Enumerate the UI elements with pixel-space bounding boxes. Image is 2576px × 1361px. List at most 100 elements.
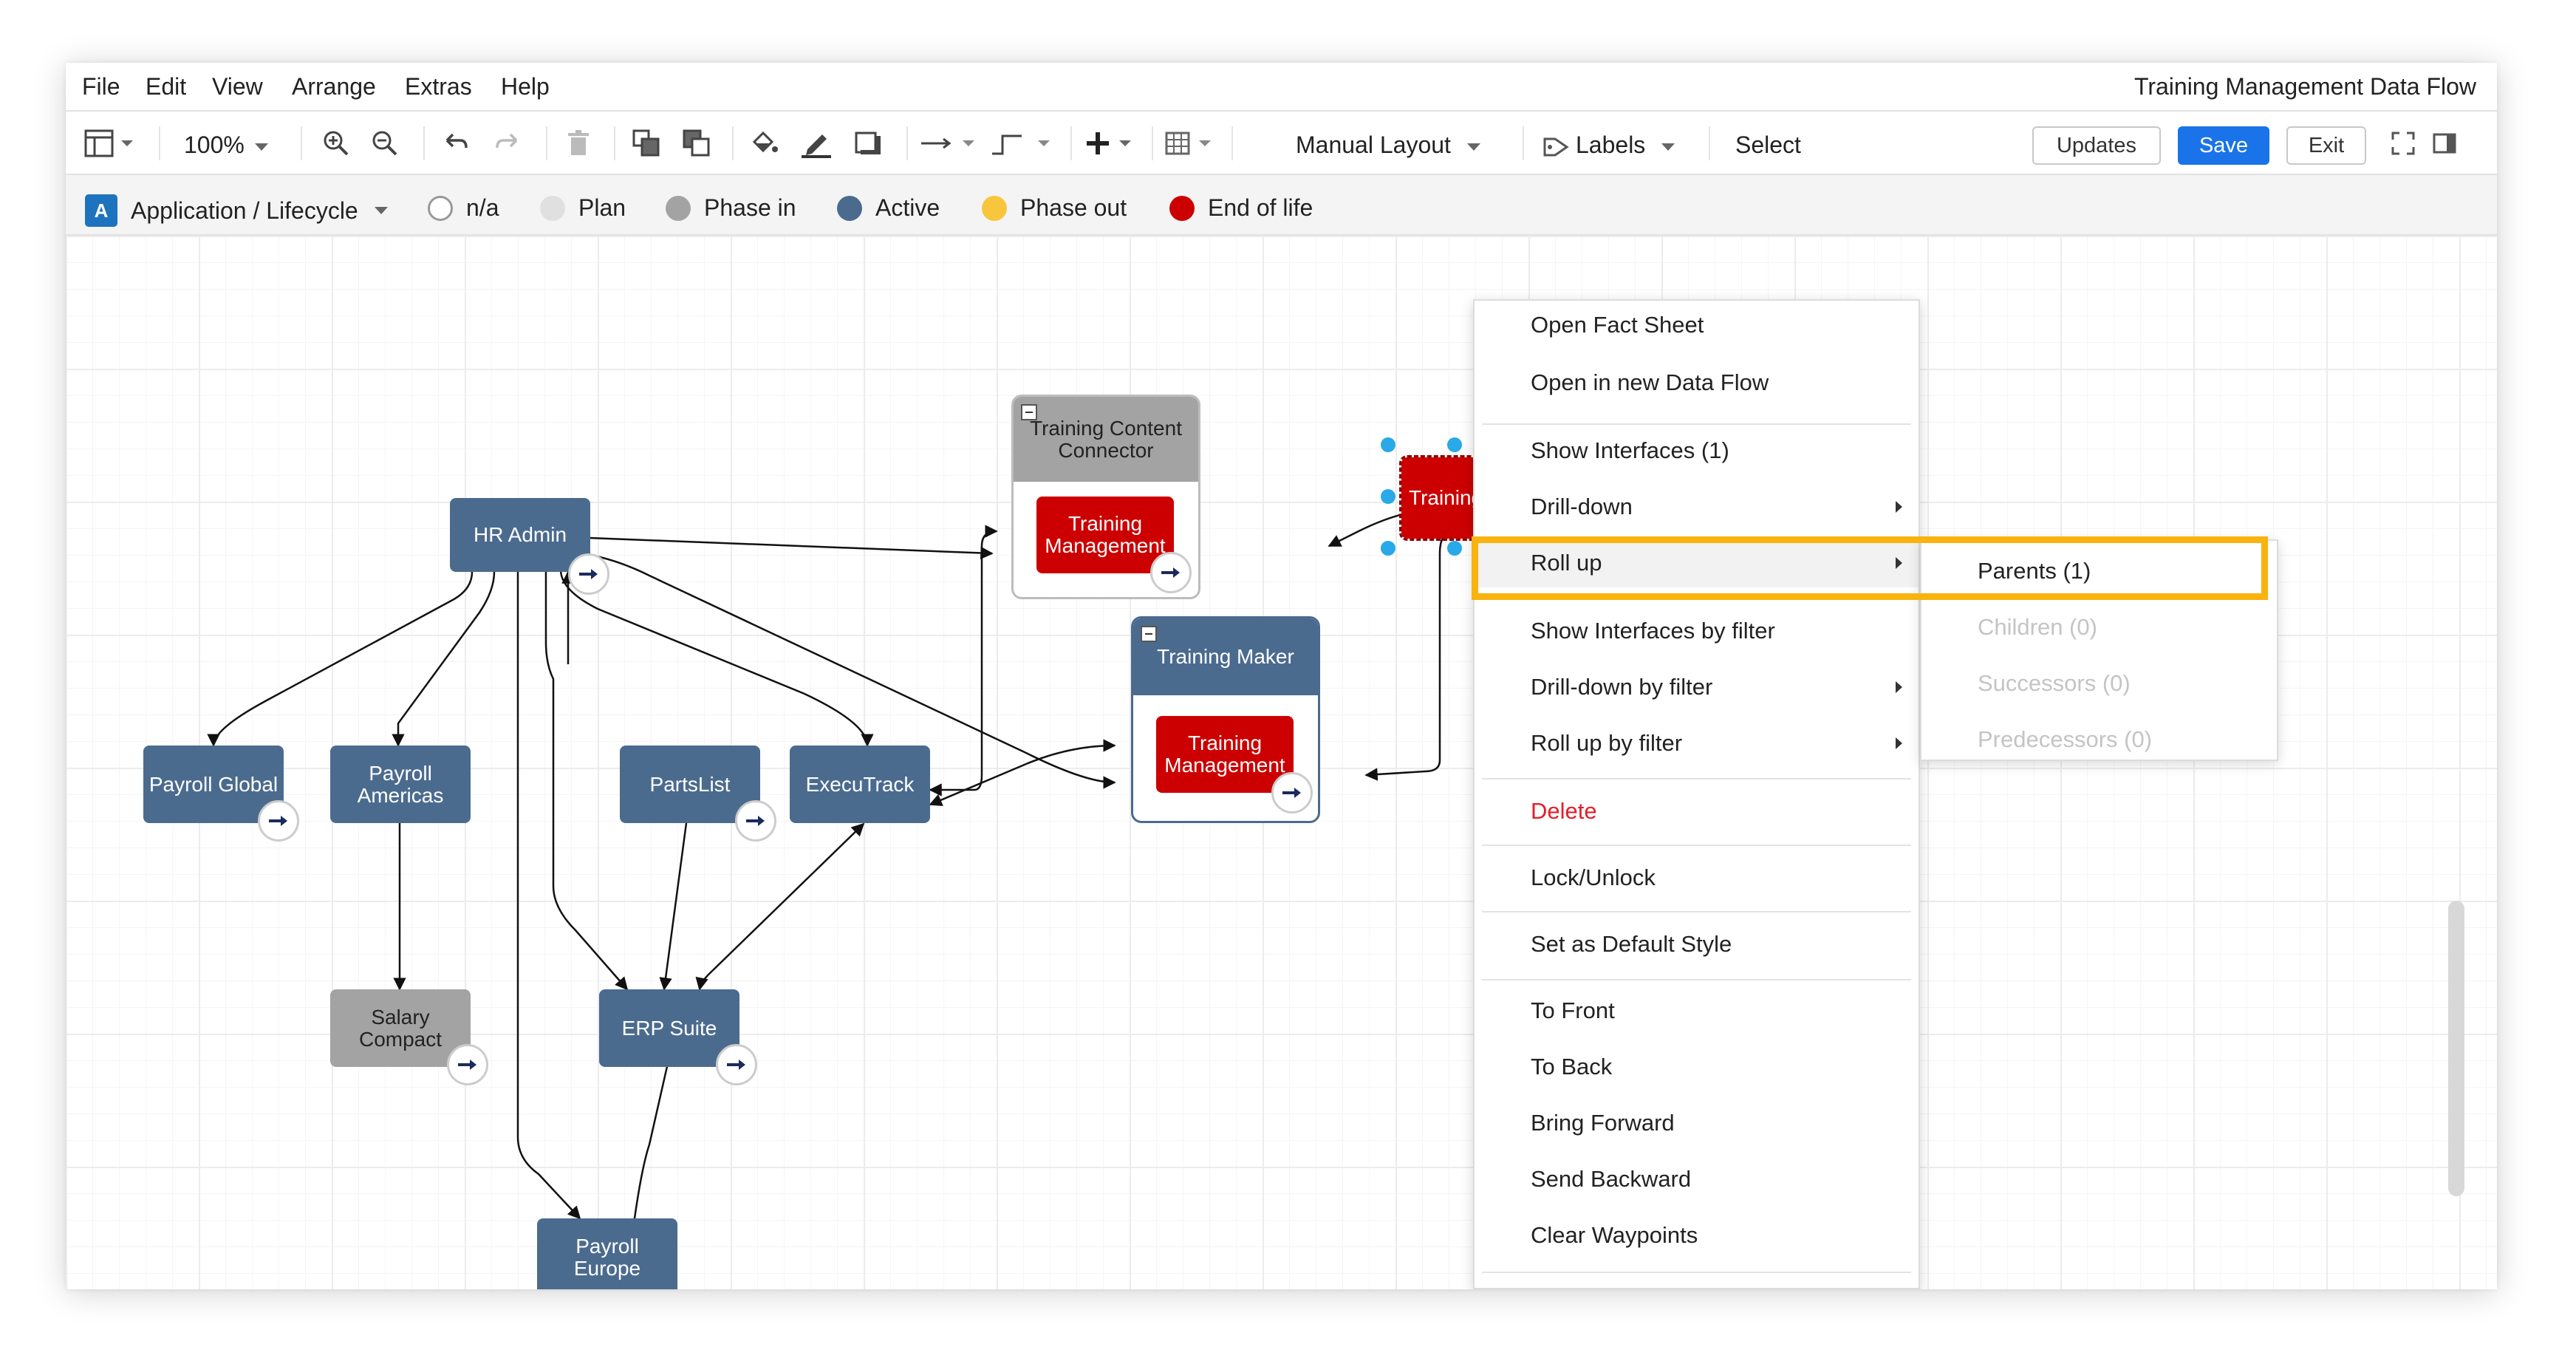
menu-edit[interactable]: Edit xyxy=(146,73,187,100)
diagram-canvas[interactable]: HR Admin Payroll Global Payroll Americas… xyxy=(66,236,2497,1289)
menu-roll-up-filter[interactable]: Roll up by filter xyxy=(1475,719,1919,768)
arrow-right-icon xyxy=(458,1060,476,1070)
edge-selected-maker[interactable] xyxy=(1364,525,1456,781)
edge-hr-payroll-americas[interactable] xyxy=(392,571,496,747)
node-training-management-2[interactable]: Training Management xyxy=(1156,716,1294,793)
legend-label: Phase out xyxy=(1020,194,1127,221)
waypoints-button[interactable] xyxy=(989,125,1060,162)
menu-label: Drill-down xyxy=(1531,494,1633,519)
arrow-right-line-icon xyxy=(921,137,974,149)
to-back-button[interactable] xyxy=(676,125,717,162)
redo-button[interactable] xyxy=(487,125,528,162)
expand-arrow-button[interactable] xyxy=(735,800,776,842)
select-tool[interactable]: Select xyxy=(1735,132,1801,158)
menu-show-interfaces-filter[interactable]: Show Interfaces by filter xyxy=(1531,618,1775,644)
node-partslist[interactable]: PartsList xyxy=(620,746,760,823)
legend-dot xyxy=(982,195,1007,221)
zoom-out-button[interactable] xyxy=(364,125,406,162)
expand-arrow-button[interactable] xyxy=(1271,772,1313,813)
edge-partslist-erp[interactable] xyxy=(659,822,688,991)
node-training-selected[interactable]: Training xyxy=(1399,455,1485,541)
zoom-select[interactable]: 100% xyxy=(184,132,268,159)
legend-dot xyxy=(428,195,453,221)
delete-button[interactable] xyxy=(558,125,599,162)
selection-handle[interactable] xyxy=(1447,541,1462,556)
menu-to-front[interactable]: To Front xyxy=(1531,997,1615,1023)
node-executrack[interactable]: ExecuTrack xyxy=(790,746,930,823)
expand-arrow-button[interactable] xyxy=(716,1044,757,1085)
menu-drill-down-filter[interactable]: Drill-down by filter xyxy=(1475,663,1919,712)
menu-send-backward[interactable]: Send Backward xyxy=(1531,1166,1692,1192)
exit-button[interactable]: Exit xyxy=(2286,126,2366,165)
collapse-icon[interactable] xyxy=(1141,626,1157,642)
line-color-button[interactable] xyxy=(796,125,837,162)
zoom-in-button[interactable] xyxy=(315,125,357,162)
node-payroll-europe[interactable]: Payroll Europe xyxy=(537,1218,677,1289)
expand-arrow-button[interactable] xyxy=(1150,552,1192,593)
group-title: Training Maker xyxy=(1133,618,1318,695)
side-panel-button[interactable] xyxy=(2430,125,2459,162)
menu-clear-waypoints[interactable]: Clear Waypoints xyxy=(1531,1222,1698,1248)
menu-view[interactable]: View xyxy=(212,73,263,100)
menu-open-fact-sheet[interactable]: Open Fact Sheet xyxy=(1531,312,1704,338)
menu-extras[interactable]: Extras xyxy=(405,73,472,100)
menu-bring-forward[interactable]: Bring Forward xyxy=(1531,1110,1675,1136)
edge-executrack-connector[interactable] xyxy=(929,525,998,797)
edge-hr-training-mgmt[interactable] xyxy=(588,536,994,560)
fullscreen-icon xyxy=(2391,132,2415,155)
menu-roll-up[interactable]: Roll up xyxy=(1475,539,1919,587)
menu-open-new-data-flow[interactable]: Open in new Data Flow xyxy=(1531,369,1769,395)
menu-file[interactable]: File xyxy=(82,73,120,100)
menu-show-interfaces[interactable]: Show Interfaces (1) xyxy=(1531,437,1729,463)
updates-button[interactable]: Updates xyxy=(2032,126,2161,165)
menu-to-back[interactable]: To Back xyxy=(1531,1054,1613,1079)
edge-executrack-maker[interactable] xyxy=(929,739,1116,806)
node-salary-compact[interactable]: Salary Compact xyxy=(330,989,471,1067)
table-button[interactable] xyxy=(1164,125,1220,162)
arrow-right-icon xyxy=(579,569,598,579)
selection-handle[interactable] xyxy=(1381,489,1395,504)
vertical-scrollbar[interactable] xyxy=(2448,901,2464,1196)
submenu-parents[interactable]: Parents (1) xyxy=(1978,558,2091,584)
labels-value: Labels xyxy=(1576,132,1646,158)
edge-executrack-erp[interactable] xyxy=(695,822,865,991)
menu-arrange[interactable]: Arrange xyxy=(292,73,376,100)
menu-help[interactable]: Help xyxy=(501,73,550,100)
selection-handle[interactable] xyxy=(1447,437,1462,452)
undo-button[interactable] xyxy=(435,125,476,162)
fill-color-button[interactable] xyxy=(744,125,785,162)
node-erp-suite[interactable]: ERP Suite xyxy=(599,989,739,1067)
node-hr-admin[interactable]: HR Admin xyxy=(450,498,590,572)
expand-arrow-button[interactable] xyxy=(258,800,299,842)
selection-handle[interactable] xyxy=(1381,541,1395,556)
node-training-management-1[interactable]: Training Management xyxy=(1036,497,1174,573)
expand-arrow-button[interactable] xyxy=(568,553,609,595)
menu-lock-unlock[interactable]: Lock/Unlock xyxy=(1531,864,1656,890)
connection-style-button[interactable] xyxy=(918,125,982,162)
chevron-down-icon xyxy=(1661,143,1675,151)
view-select[interactable]: A Application / Lifecycle xyxy=(85,194,388,227)
node-payroll-americas[interactable]: Payroll Americas xyxy=(330,746,471,823)
collapse-icon[interactable] xyxy=(1021,404,1037,420)
shadow-button[interactable] xyxy=(847,125,889,162)
to-back-icon xyxy=(683,129,710,157)
to-front-button[interactable] xyxy=(626,125,667,162)
save-button[interactable]: Save xyxy=(2178,126,2269,165)
menu-drill-down[interactable]: Drill-down xyxy=(1475,482,1919,531)
labels-select[interactable]: Labels xyxy=(1543,132,1675,159)
edge-hr-erp[interactable] xyxy=(544,572,629,991)
selection-handle[interactable] xyxy=(1381,437,1395,452)
menu-delete[interactable]: Delete xyxy=(1531,798,1597,824)
view-label: Application / Lifecycle xyxy=(131,197,358,224)
edge-hr-payroll-europe[interactable] xyxy=(516,572,581,1220)
insert-button[interactable] xyxy=(1084,125,1140,162)
edge-europe-erp[interactable] xyxy=(633,1062,669,1219)
edge-hr-payroll-global[interactable] xyxy=(207,571,474,747)
zoom-in-icon xyxy=(324,131,349,156)
menu-set-default-style[interactable]: Set as Default Style xyxy=(1531,931,1732,957)
edge-hr-executrack[interactable] xyxy=(559,569,874,747)
layout-select[interactable]: Manual Layout xyxy=(1296,132,1480,159)
fullscreen-button[interactable] xyxy=(2388,125,2418,162)
expand-arrow-button[interactable] xyxy=(447,1044,488,1085)
panel-toggle-button[interactable] xyxy=(82,125,138,162)
